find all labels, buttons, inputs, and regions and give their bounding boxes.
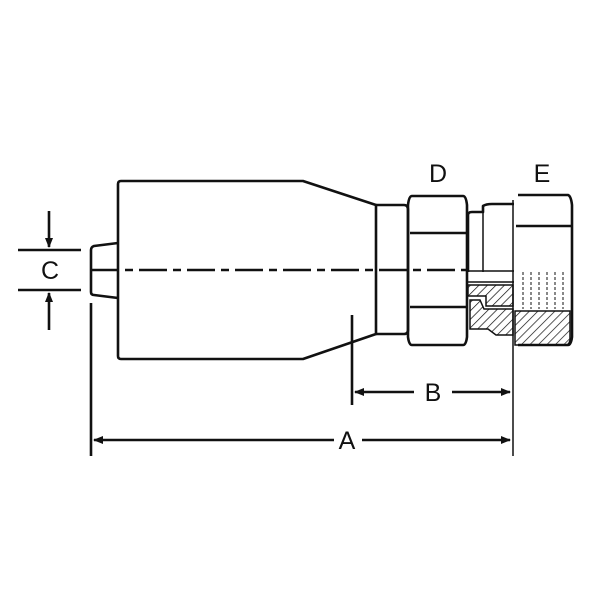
- label-b: B: [425, 379, 442, 407]
- label-e: E: [534, 160, 551, 188]
- swivel-body: [466, 202, 514, 272]
- label-d: D: [429, 160, 447, 188]
- nut-e-threads: [522, 272, 564, 309]
- swivel-nut-e: [518, 193, 574, 347]
- label-a: A: [339, 427, 356, 455]
- nut-e-thread-section: [514, 310, 571, 346]
- hex-nut-d: [406, 194, 469, 347]
- label-c: C: [41, 257, 59, 285]
- ferrule-body: [116, 179, 378, 361]
